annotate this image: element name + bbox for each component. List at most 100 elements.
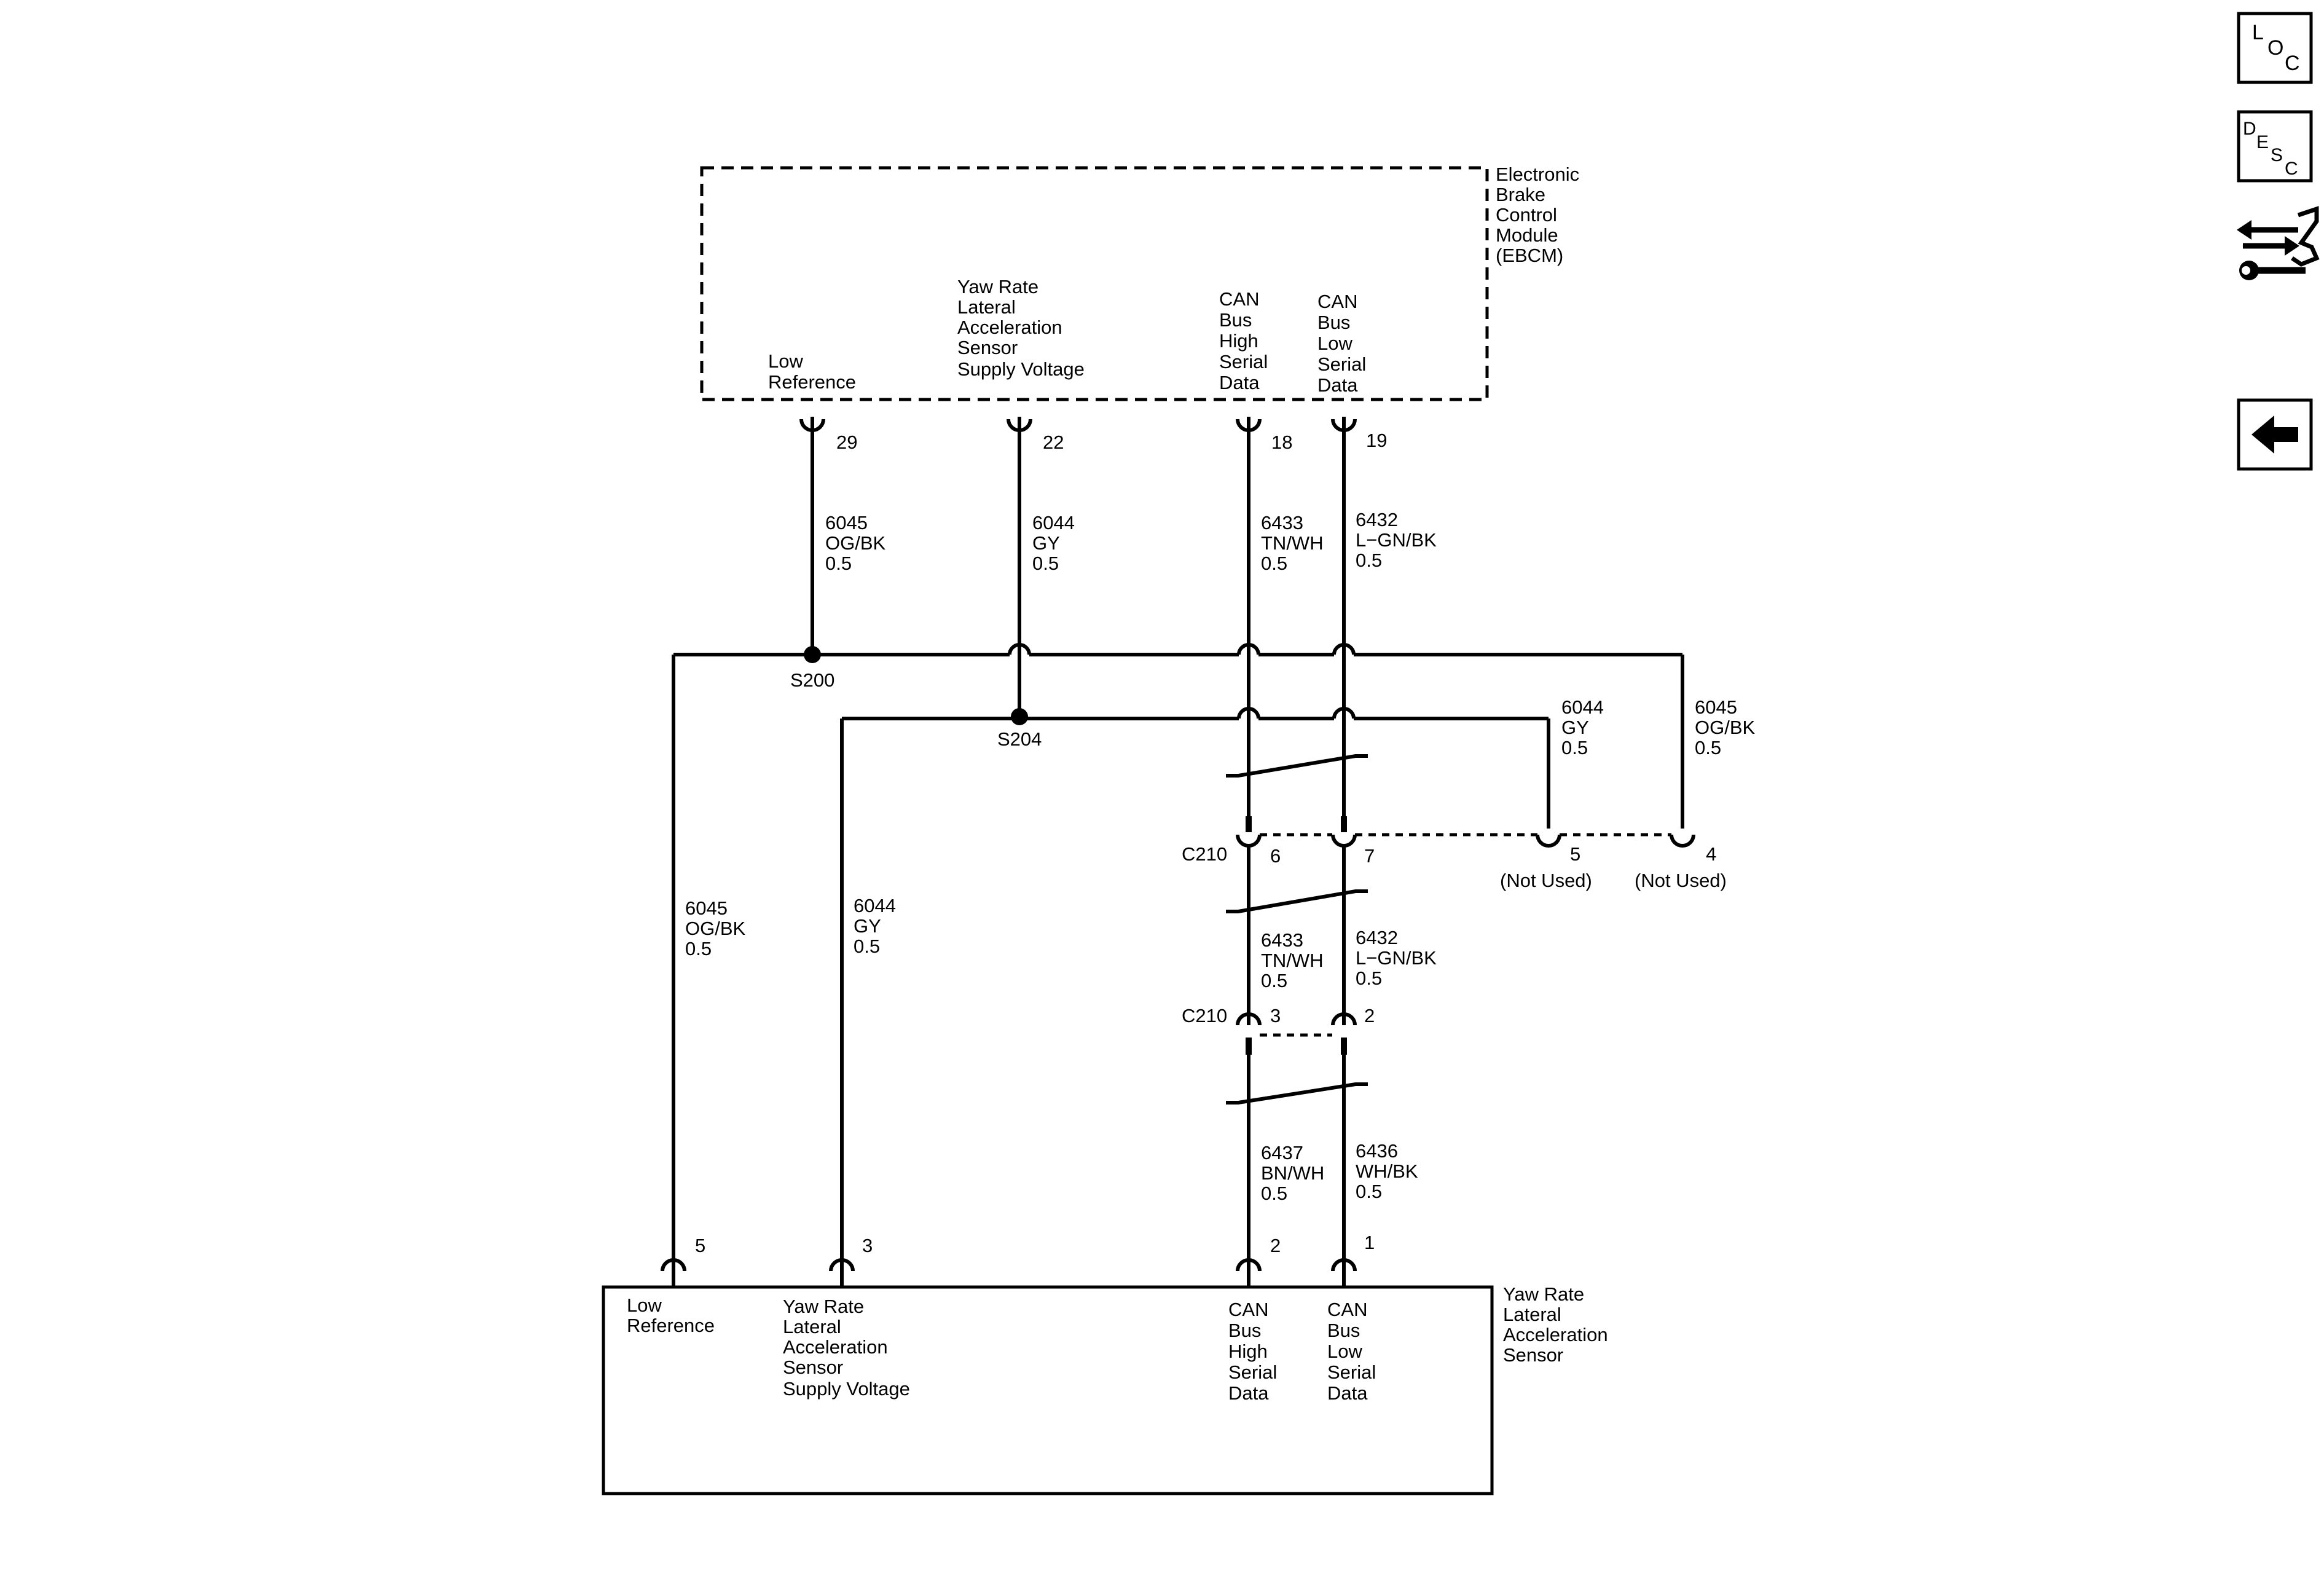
wire-label-line: 6044 [854,895,896,916]
crossover-hop [1008,643,1031,655]
loc-letter: O [2267,36,2283,60]
wire-label-line: TN/WH [1261,532,1324,554]
label-line: Data [1327,1382,1368,1404]
ebcm-box [700,166,1489,401]
label-line: CAN [1219,288,1259,310]
icon-arrowhead [2237,220,2251,240]
label-line: Serial [1317,353,1366,375]
label-line: Data [1228,1382,1269,1404]
wire-label-line: 0.5 [1356,549,1382,571]
ebcm-pin-label-can-high: CAN Bus High Serial Data [1219,288,1268,393]
crossover-hop [1332,643,1356,655]
not-used-label: (Not Used) [1500,870,1592,891]
label-line: Supply Voltage [957,358,1085,380]
connector-c210-lower [1236,1012,1357,1055]
wire-label-line: 0.5 [1695,737,1721,758]
label-line: Lateral [957,296,1016,318]
wire-label-line: 0.5 [1261,553,1287,574]
desc-button-frame[interactable] [2237,110,2313,183]
wire-label-line: OG/BK [1695,717,1756,738]
wire-label-line: L−GN/BK [1356,529,1437,551]
ebcm-title-line: Electronic [1496,163,1579,185]
back-button-frame[interactable] [2237,398,2313,471]
back-arrow-icon [2251,415,2298,454]
wire-label-6432-lower: 6432 L−GN/BK 0.5 [1356,927,1437,989]
pin-number: 18 [1271,431,1292,453]
wire-label-6044-right: 6044 GY 0.5 [1561,696,1604,758]
wire-label-6044-top: 6044 GY 0.5 [1032,512,1075,574]
wire-label-line: 0.5 [1261,1183,1287,1204]
desc-letter: C [2285,159,2298,179]
pin-3-female [1246,1038,1252,1055]
label-line: Bus [1228,1320,1261,1341]
pin-number: 4 [1706,843,1716,865]
pin-number: 1 [1364,1232,1375,1253]
ebcm-title-line: Brake [1496,184,1545,205]
label-line: Supply Voltage [783,1378,910,1400]
desc-button[interactable]: D E S C [2237,110,2313,183]
wire-label-line: 0.5 [825,553,852,574]
pin-7-male [1331,834,1357,848]
label-line: High [1228,1341,1268,1362]
wire-label-line: 0.5 [1356,967,1382,989]
splice-s200-label: S200 [790,669,834,691]
bus-s200 [673,643,1682,656]
label-line: CAN [1317,291,1357,312]
label-line: Reference [627,1315,715,1336]
pin-number: 7 [1364,845,1375,867]
ebcm-title-line: (EBCM) [1496,245,1563,266]
sensor-box [602,1285,1494,1495]
label-line: Lateral [783,1316,841,1337]
wire-label-6433-top: 6433 TN/WH 0.5 [1261,512,1324,574]
label-line: High [1219,330,1258,352]
pin-3-male [1236,1012,1262,1026]
pin-2-female [1341,1038,1347,1055]
loc-button[interactable]: L O C [2237,12,2313,84]
desc-letter: D [2243,119,2256,139]
wire-label-line: 6045 [825,512,868,534]
label-line: Data [1219,372,1260,393]
pin-number: 6 [1270,845,1281,867]
wire-label-line: 0.5 [1032,553,1059,574]
sensor-pin-label-can-low: CAN Bus Low Serial Data [1327,1299,1376,1404]
ebcm-pin-label-can-low: CAN Bus Low Serial Data [1317,291,1366,396]
sensor-title-line: Lateral [1503,1304,1561,1325]
wire-label-6436: 6436 WH/BK 0.5 [1356,1140,1418,1202]
label-line: Low [1317,333,1352,354]
wire-label-line: GY [1561,717,1589,738]
wire-label-6437: 6437 BN/WH 0.5 [1261,1142,1324,1204]
splice-s200-dot [804,646,821,663]
pin-number: 5 [1570,843,1580,865]
desc-letter: E [2256,132,2269,152]
desc-letter: S [2271,145,2283,165]
wire-label-line: L−GN/BK [1356,947,1437,969]
label-line: Bus [1317,312,1350,333]
twisted-pair-symbol [1226,1082,1368,1105]
back-button[interactable] [2237,398,2313,471]
sensor-title: Yaw Rate Lateral Acceleration Sensor [1503,1283,1608,1366]
connector-c210-upper [1236,816,1695,854]
wire-label-line: WH/BK [1356,1160,1418,1182]
bus-s204 [842,707,1549,720]
label-line: Acceleration [783,1336,888,1358]
label-line: Serial [1228,1361,1277,1383]
wire-label-line: 6436 [1356,1140,1398,1162]
wire-label-line: BN/WH [1261,1162,1324,1184]
icon-arrowhead [2285,236,2299,256]
wire-label-6433-lower: 6433 TN/WH 0.5 [1261,929,1324,991]
loc-letter: L [2252,21,2264,44]
label-line: CAN [1327,1299,1367,1320]
label-line: Sensor [783,1357,843,1378]
wire-label-line: 0.5 [1561,737,1588,758]
ebcm-title-line: Module [1496,224,1558,246]
pin-2-male [1331,1012,1357,1026]
wire-label-6432-top: 6432 L−GN/BK 0.5 [1356,509,1437,571]
connector-wrench-icon[interactable] [2237,206,2320,280]
splice-s204-label: S204 [997,728,1042,750]
icon-wrench-jaw [2242,266,2250,275]
ebcm-pin-label-low-ref: Low Reference [768,350,856,393]
loc-button-frame[interactable] [2237,12,2313,84]
label-line: Data [1317,374,1358,396]
wire-label-line: 6432 [1356,509,1398,530]
